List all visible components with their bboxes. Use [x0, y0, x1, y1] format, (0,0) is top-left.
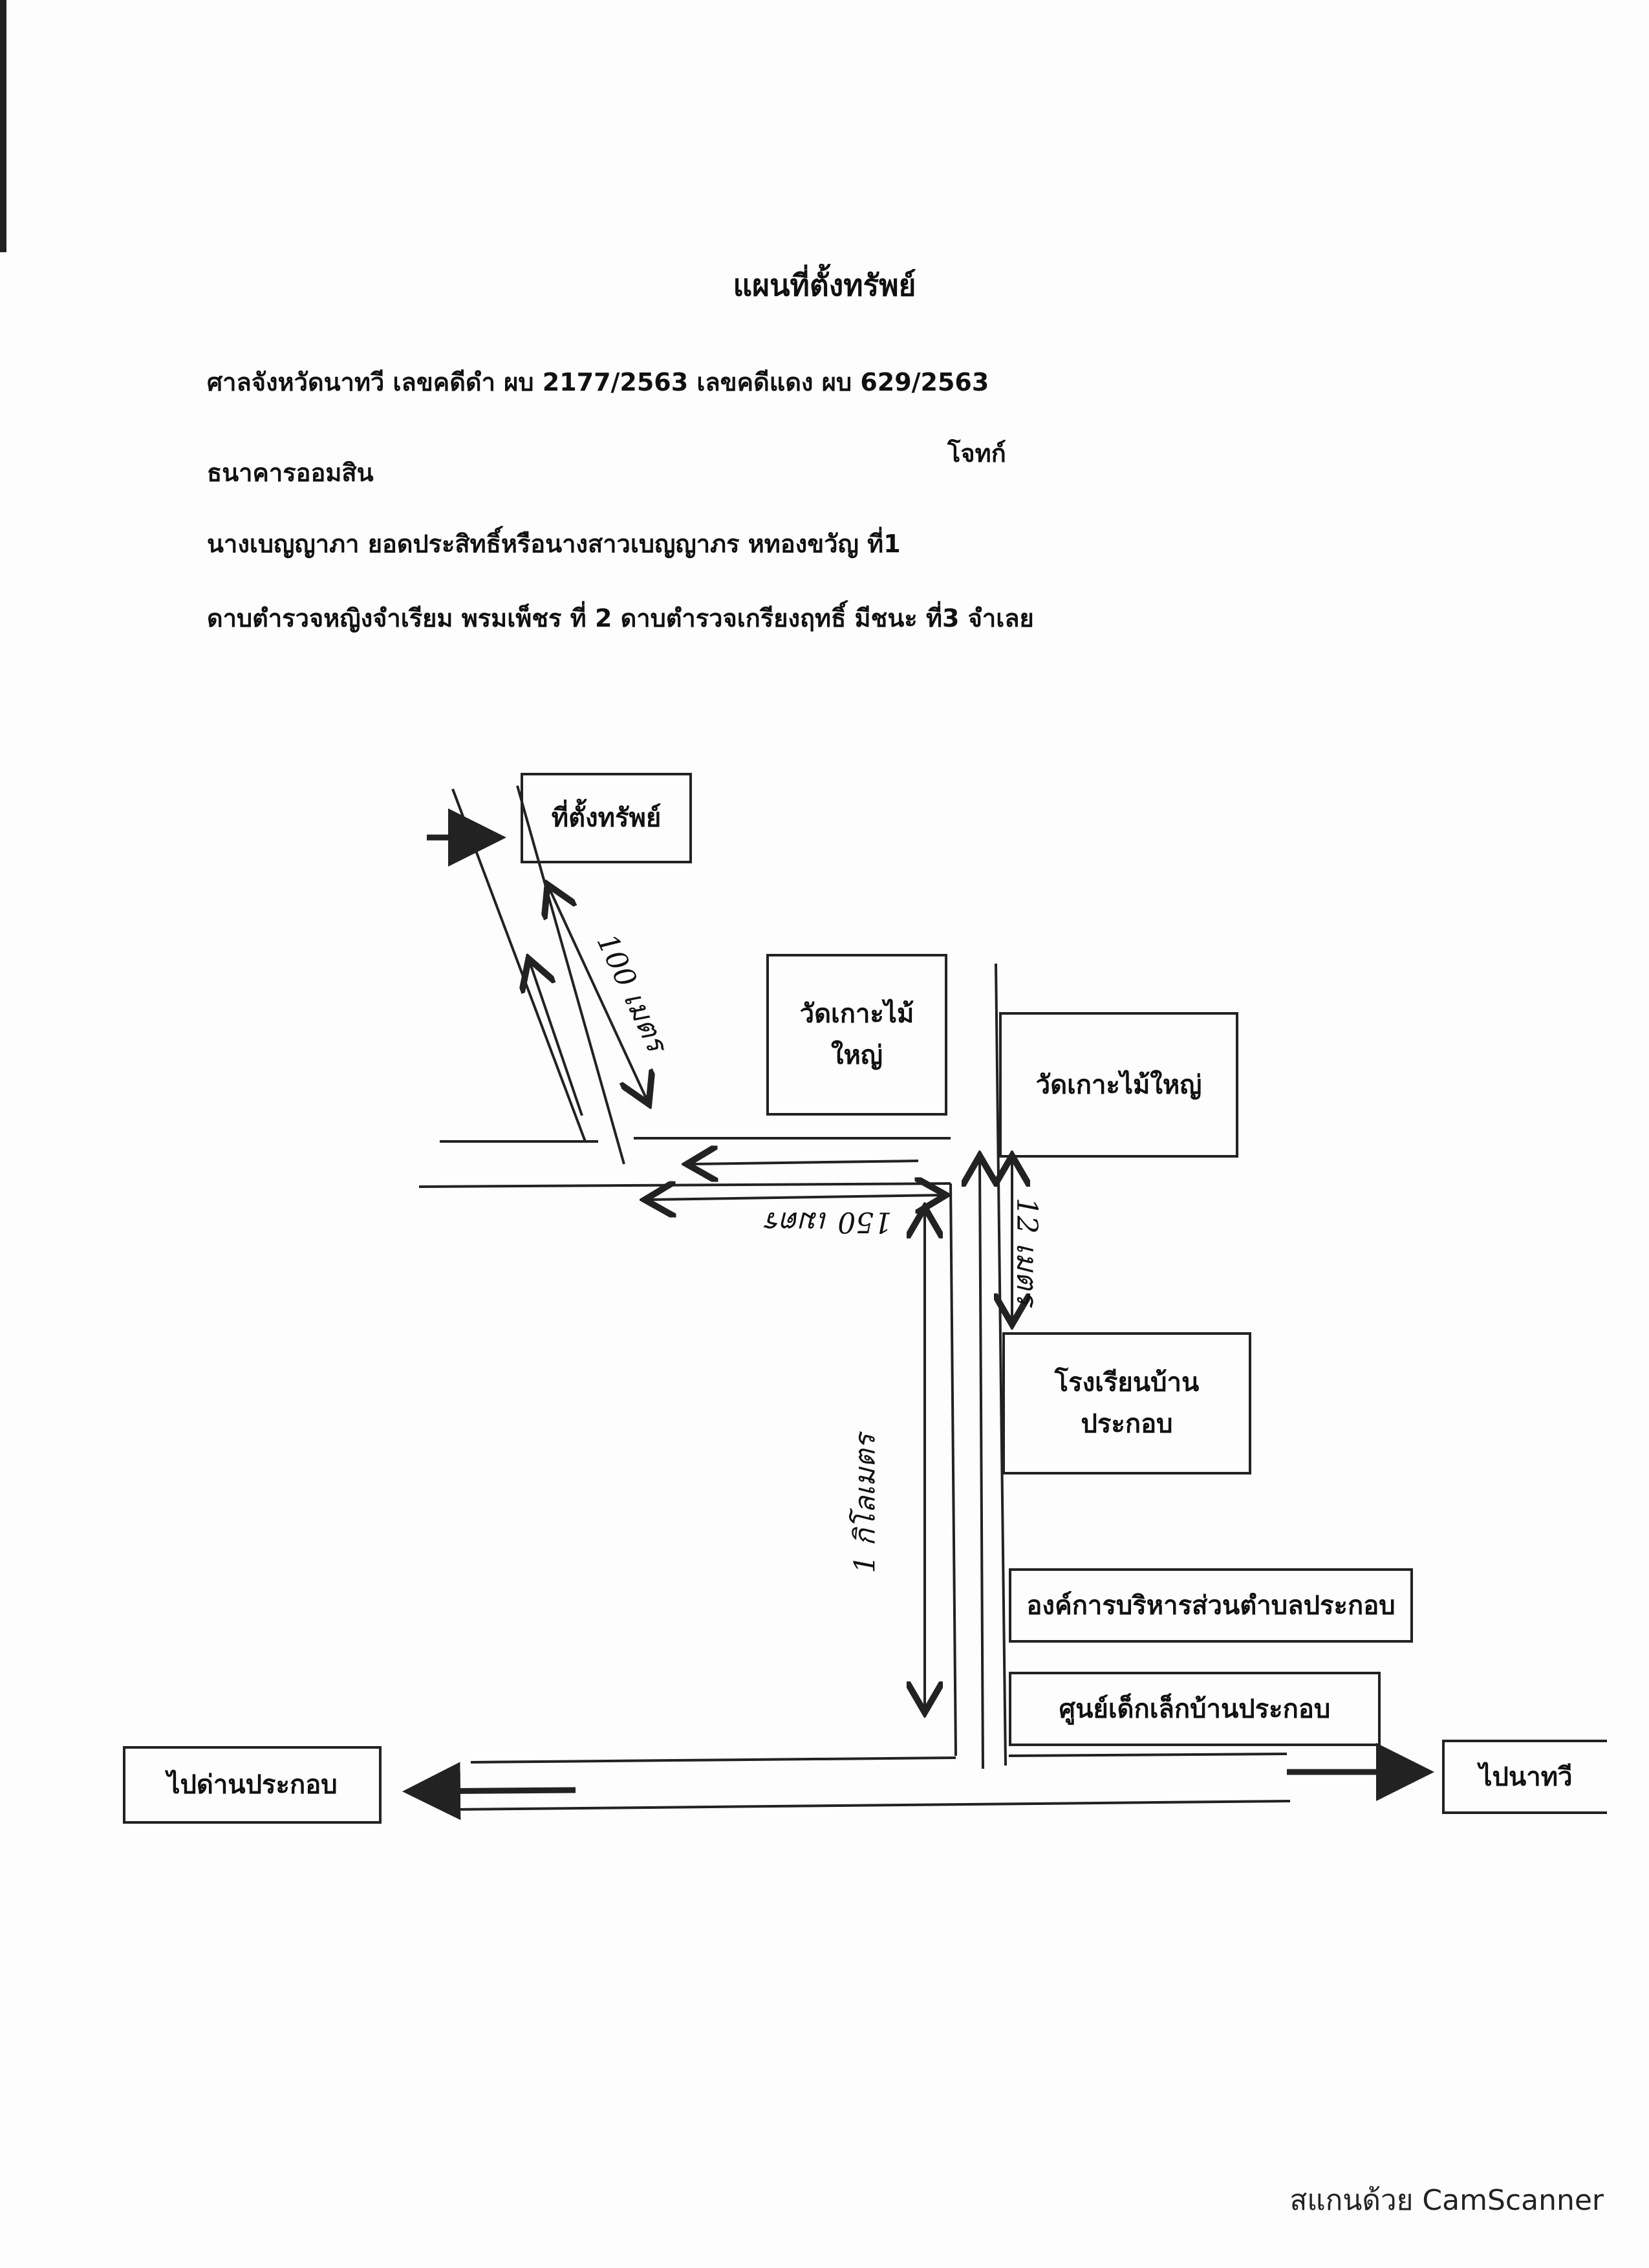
to-east-box: ไปนาทวี — [1442, 1740, 1607, 1814]
vertical-road-left-edge — [949, 1183, 957, 1756]
plaintiff: ธนาคารออมสิน — [207, 459, 374, 487]
scanner-watermark: สแกนด้วย CamScanner — [1289, 2184, 1604, 2217]
vertical-direction-arrow — [980, 1161, 983, 1769]
crossroad-bottom-edge — [418, 1182, 951, 1188]
document-title: แผนที่ตั้งทรัพย์ — [733, 268, 916, 303]
childcare-box: ศูนย์เด็กเล็กบ้านประกอบ — [1009, 1672, 1381, 1746]
distance-label-12m: 12 เมตร — [1010, 1197, 1044, 1306]
west-direction-arrow — [402, 1762, 576, 1820]
main-road-bottom-edge — [452, 1800, 1291, 1811]
defendant-line-1: นางเบญญาภา ยอดประสิทธิ์หรือนางสาวเบญญาภร… — [207, 530, 901, 558]
scan-edge-shadow — [0, 0, 6, 252]
main-road-top-edge — [470, 1756, 956, 1764]
case-line: ศาลจังหวัดนาทวี เลขคดีดำ ผบ 2177/2563 เล… — [207, 368, 989, 396]
horizontal-direction-arrow — [692, 1161, 919, 1164]
tao-box: องค์การบริหารส่วนตำบลประกอบ — [1009, 1568, 1413, 1643]
distance-label-1km: 1 กิโลเมตร — [848, 1434, 882, 1573]
defendant-line-2: ดาบตำรวจหญิงจำเรียม พรมเพ็ชร ที่ 2 ดาบตำ… — [207, 604, 1034, 632]
temple-left-box: วัดเกาะไม้ใหญ่ — [766, 954, 947, 1116]
dimension-arrow-100m — [550, 889, 647, 1099]
distance-label-150m: 150 เมตร — [766, 1205, 892, 1238]
main-road-top-edge-right — [1008, 1753, 1288, 1757]
to-west-box: ไปด่านประกอบ — [123, 1746, 382, 1824]
property-location-box: ที่ตั้งทรัพย์ — [521, 773, 692, 863]
dimension-arrow-150m — [650, 1195, 941, 1200]
temple-right-box: วัดเกาะไม้ใหญ่ — [999, 1012, 1238, 1158]
school-box: โรงเรียนบ้านประกอบ — [1002, 1332, 1251, 1474]
plaintiff-role: โจทก์ — [947, 439, 1006, 468]
vertical-road-right-edge — [995, 963, 1007, 1766]
